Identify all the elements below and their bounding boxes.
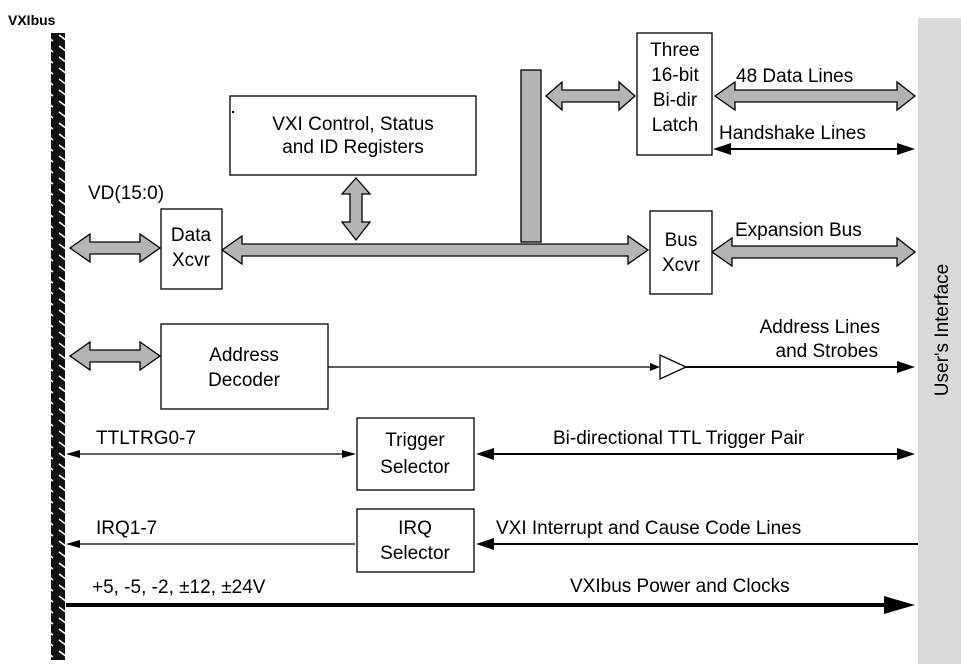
vxibus-backplane — [51, 33, 65, 660]
data-xcvr-label-1: Data — [171, 225, 212, 246]
trigger-selector-label-2: Selector — [380, 457, 450, 478]
latch-label-3: Bi-dir — [653, 90, 698, 111]
vd-bus-arrow — [68, 232, 162, 264]
bus-xcvr-box — [649, 210, 713, 295]
address-decoder-box — [160, 323, 329, 410]
address-lines-label-1: Address Lines — [760, 317, 880, 338]
ttl-trigger-pair-label: Bi-directional TTL Trigger Pair — [553, 428, 805, 449]
trigger-selector-box — [356, 417, 475, 491]
address-bus-arrow — [68, 340, 162, 372]
address-buffer-icon — [659, 353, 688, 381]
power-voltages-label: +5, -5, -2, ±12, ±24V — [92, 577, 266, 598]
user-interface-label: User's Interface — [932, 264, 953, 396]
register-bus-arrow — [340, 177, 372, 242]
irq-label: IRQ1-7 — [96, 518, 157, 539]
handshake-right-arrowhead — [897, 143, 915, 155]
data-lines-label: 48 Data Lines — [736, 66, 853, 87]
data-xcvr-label-2: Xcvr — [172, 250, 211, 271]
expansion-bus-arrow — [710, 236, 917, 268]
address-lines-label-2: and Strobes — [776, 341, 878, 362]
data-xcvr-box — [160, 208, 223, 290]
handshake-left-arrowhead — [713, 143, 731, 155]
data-lines-arrow — [713, 80, 917, 112]
user-interface-panel — [918, 18, 961, 664]
address-decoder-label-1: Address — [209, 345, 279, 366]
internal-data-bus-arrow — [220, 234, 650, 266]
latch-bus-stub — [520, 69, 542, 243]
vxibus-title: VXIbus — [8, 12, 56, 28]
handshake-lines-label: Handshake Lines — [719, 123, 866, 144]
address-lines-arrowhead — [897, 361, 915, 373]
vxi-control-label-1: VXI Control, Status — [272, 114, 434, 135]
irq-selector-label-2: Selector — [380, 543, 450, 564]
interrupt-arrowhead — [476, 538, 494, 550]
irq-selector-label-1: IRQ — [398, 518, 432, 539]
latch-label-4: Latch — [652, 115, 698, 136]
bus-xcvr-label-1: Bus — [665, 230, 698, 251]
latch-label-2: 16-bit — [651, 65, 699, 86]
latch-box — [636, 32, 713, 156]
ttltrg-label: TTLTRG0-7 — [96, 428, 196, 449]
latch-bus-arrow — [545, 80, 636, 112]
irq-arrowhead — [66, 540, 80, 548]
latch-label-1: Three — [650, 40, 700, 61]
vxi-control-registers-box — [229, 95, 477, 176]
vxi-interrupt-label: VXI Interrupt and Cause Code Lines — [496, 518, 801, 539]
vd-label: VD(15:0) — [88, 183, 164, 204]
expansion-bus-label: Expansion Bus — [735, 220, 862, 241]
power-arrowhead — [884, 596, 915, 614]
power-clocks-label: VXIbus Power and Clocks — [570, 576, 790, 597]
address-decoder-label-2: Decoder — [208, 370, 280, 391]
irq-selector-box — [356, 508, 475, 573]
bus-xcvr-label-2: Xcvr — [662, 255, 701, 276]
trigger-selector-label-1: Trigger — [385, 430, 445, 451]
vxi-control-label-2: and ID Registers — [282, 137, 424, 158]
